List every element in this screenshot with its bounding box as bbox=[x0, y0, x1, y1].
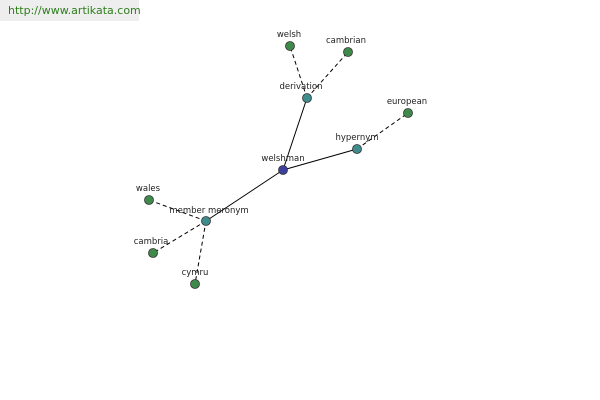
url-link[interactable]: http://www.artikata.com bbox=[8, 4, 141, 17]
node-label-hypernym: hypernym bbox=[335, 133, 378, 143]
edge-welshman-to-member-meronym bbox=[205, 169, 284, 222]
node-welshman[interactable] bbox=[278, 165, 288, 175]
node-wales[interactable] bbox=[144, 195, 154, 205]
edge-member-meronym-to-wales bbox=[148, 199, 207, 222]
node-cambria[interactable] bbox=[148, 248, 158, 258]
node-welsh[interactable] bbox=[285, 41, 295, 51]
edge-member-meronym-to-cymru bbox=[194, 220, 207, 285]
node-cambrian[interactable] bbox=[343, 47, 353, 57]
node-label-cambria: cambria bbox=[134, 237, 169, 247]
node-hypernym[interactable] bbox=[352, 144, 362, 154]
node-derivation[interactable] bbox=[302, 93, 312, 103]
url-bar: http://www.artikata.com bbox=[0, 0, 141, 21]
node-label-welshman: welshman bbox=[261, 154, 304, 164]
node-label-wales: wales bbox=[136, 184, 161, 194]
node-label-welsh: welsh bbox=[277, 30, 301, 40]
node-label-cambrian: cambrian bbox=[326, 36, 366, 46]
node-label-european: european bbox=[387, 97, 427, 107]
node-label-member-meronym: member meronym bbox=[169, 206, 248, 216]
node-member-meronym[interactable] bbox=[201, 216, 211, 226]
node-cymru[interactable] bbox=[190, 279, 200, 289]
node-european[interactable] bbox=[403, 108, 413, 118]
edges-layer bbox=[148, 45, 409, 285]
nodes-layer bbox=[144, 41, 413, 289]
edge-derivation-to-welsh bbox=[289, 45, 308, 99]
labels-layer: welshman derivation hypernym member meronym… bbox=[134, 30, 427, 278]
edge-derivation-to-cambrian bbox=[306, 51, 349, 99]
edge-welshman-to-derivation bbox=[282, 97, 308, 171]
edge-member-meronym-to-cambria bbox=[152, 220, 207, 254]
edge-welshman-to-hypernym bbox=[282, 148, 358, 171]
edge-hypernym-to-european bbox=[356, 112, 409, 150]
node-label-cymru: cymru bbox=[182, 268, 209, 278]
node-label-derivation: derivation bbox=[279, 82, 322, 92]
